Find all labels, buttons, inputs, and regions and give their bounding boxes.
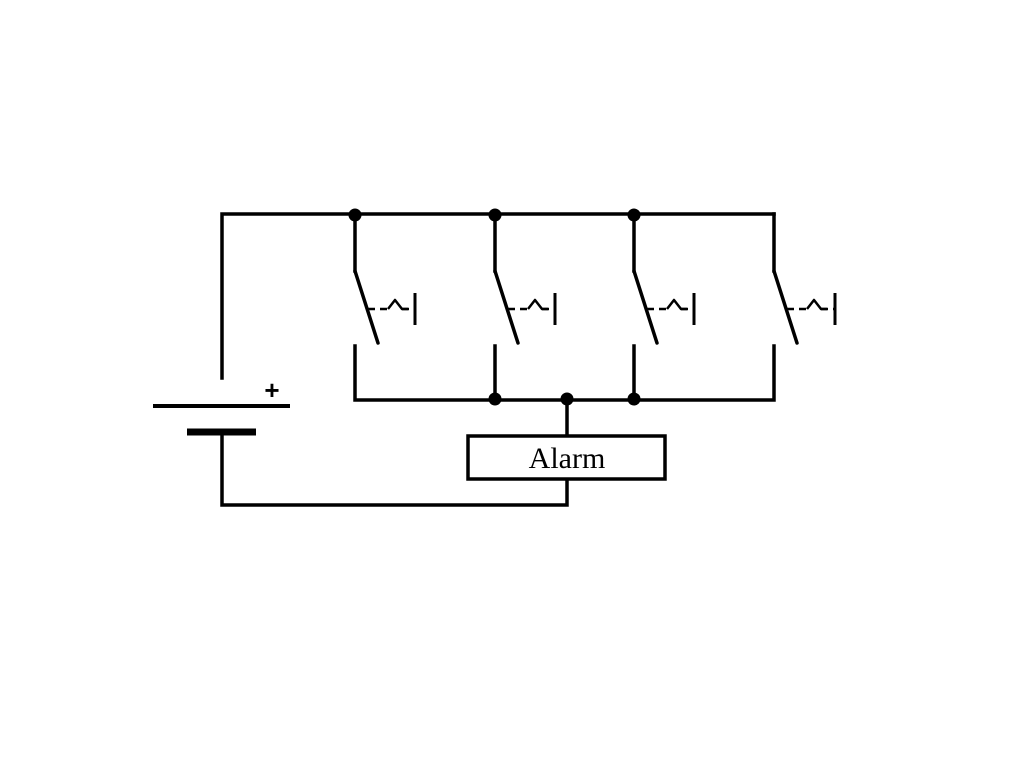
alarm-label: Alarm xyxy=(529,442,606,475)
switch-3-blade xyxy=(632,269,659,345)
junction-dot-bottom-2 xyxy=(560,392,574,406)
junction-dot-top-1 xyxy=(348,208,362,222)
switch-4 xyxy=(772,212,837,345)
junction-dot-bottom-1 xyxy=(488,392,502,406)
battery-symbol: + xyxy=(153,375,290,436)
switch-1-actuator-icon xyxy=(387,298,408,311)
switch-4-blade xyxy=(772,269,799,345)
switch-2-actuator-icon xyxy=(527,298,548,311)
switch-1 xyxy=(353,212,417,345)
junction-dot-bottom-3 xyxy=(627,392,641,406)
junction-dot-top-3 xyxy=(627,208,641,222)
junctions xyxy=(348,208,641,406)
top-rail-wire xyxy=(220,212,776,380)
switch-2-blade xyxy=(493,269,520,345)
junction-dot-top-2 xyxy=(488,208,502,222)
circuit-wiring xyxy=(220,212,776,507)
return-wire xyxy=(220,430,569,507)
battery-positive-label: + xyxy=(264,375,279,405)
alarm-box xyxy=(466,434,667,481)
switch-3-actuator-icon xyxy=(666,298,687,311)
switch-3 xyxy=(632,212,696,345)
switch-output-rail-wire xyxy=(353,344,776,402)
alarm-component: Alarm xyxy=(466,434,667,481)
switch-4-actuator-icon xyxy=(806,298,827,311)
switch-2 xyxy=(493,212,557,345)
switch-1-blade xyxy=(353,269,380,345)
